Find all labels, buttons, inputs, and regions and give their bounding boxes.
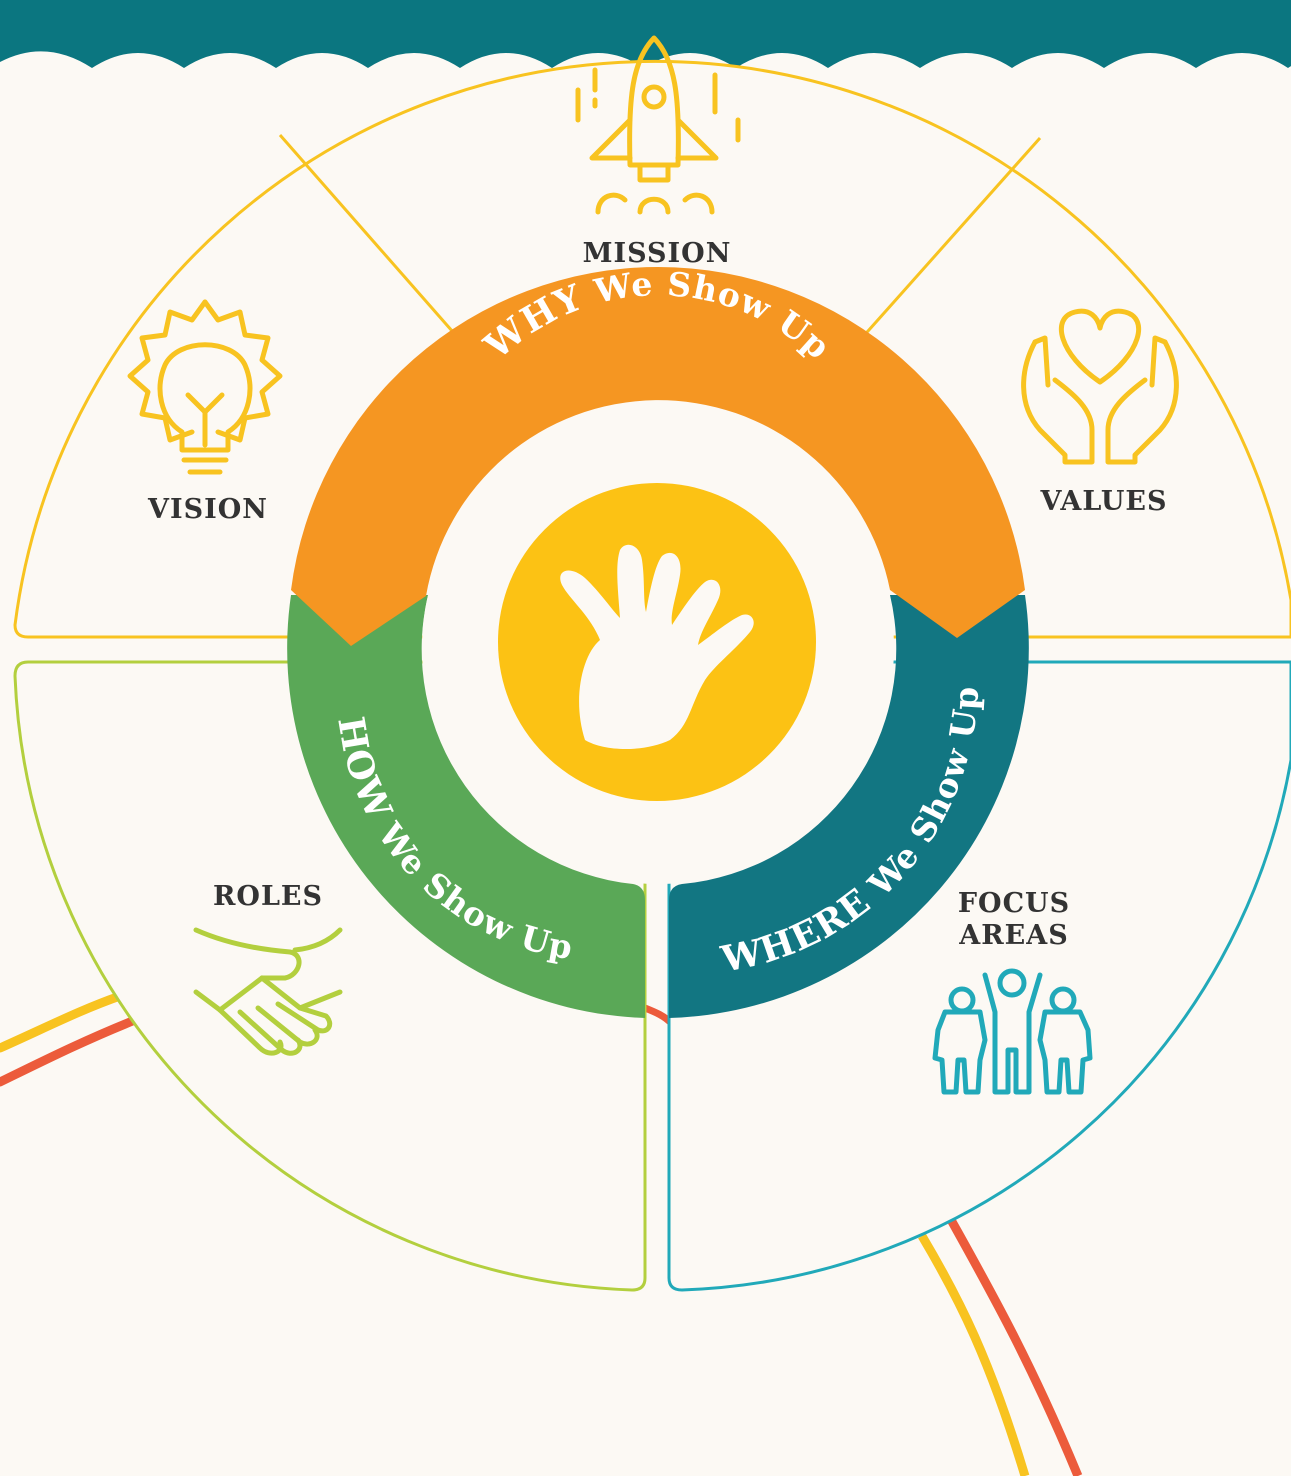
divider-vision-mission <box>278 134 462 341</box>
lightbulb-icon <box>127 299 283 475</box>
focus-areas-label-line2: AREAS <box>958 920 1068 951</box>
heart-hands-icon <box>1021 308 1179 465</box>
where-ring-segment <box>669 595 1029 1018</box>
why-ring-segment <box>291 267 1025 646</box>
vision-label: VISION <box>147 494 268 525</box>
header-band <box>0 0 1291 68</box>
mission-label: MISSION <box>583 238 732 269</box>
hand-icon <box>560 544 754 749</box>
values-label: VALUES <box>1040 486 1168 517</box>
divider-mission-values <box>858 137 1042 341</box>
decorative-paths <box>0 991 1083 1476</box>
rocket-icon <box>575 35 741 215</box>
how-ring-segment <box>287 595 645 1018</box>
focus-areas-label-line1: FOCUS <box>958 888 1070 919</box>
people-group-icon <box>932 968 1093 1095</box>
roles-label: ROLES <box>213 881 323 912</box>
handshake-icon <box>193 927 343 1056</box>
